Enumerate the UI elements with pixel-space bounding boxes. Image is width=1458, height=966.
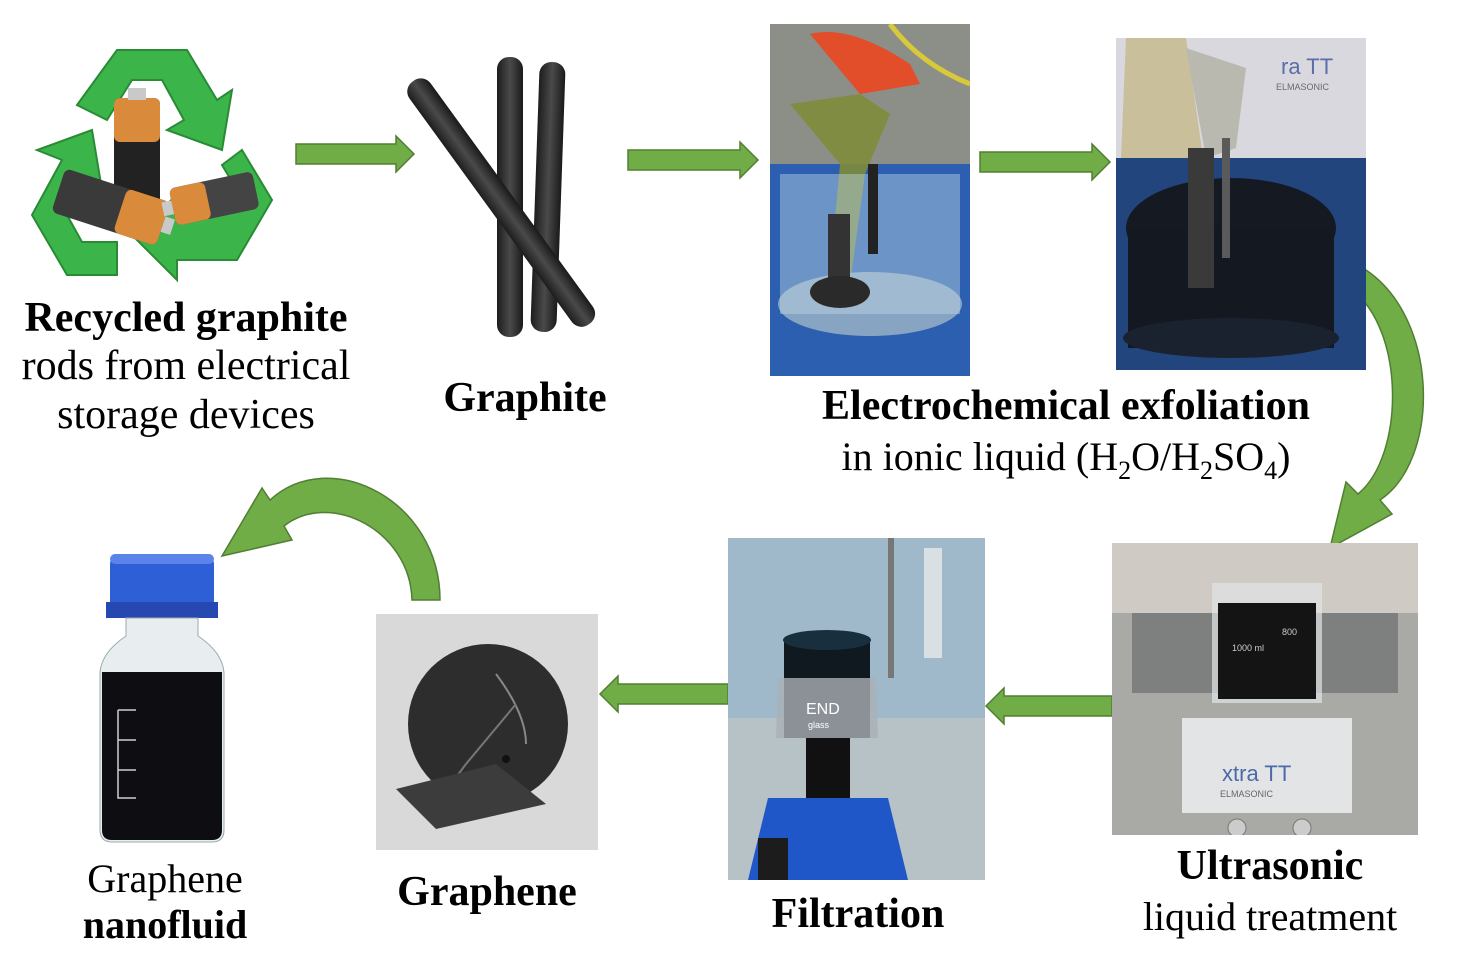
exfoliation-sub-prefix: in ionic liquid (H (841, 434, 1119, 479)
arrow-curved-to-nanofluid (220, 477, 441, 601)
arrow-graphite-to-exfoliation (627, 140, 760, 180)
battery-icon (114, 88, 160, 208)
nanofluid-bottle (92, 552, 232, 844)
graphite-rod (407, 78, 596, 327)
arrow-ultrasonic-to-filtration (984, 686, 1113, 726)
arrow-exfoliation-step (979, 142, 1112, 182)
endo-sub: glass (808, 720, 830, 730)
exfoliation-subcaption: in ionic liquid (H2O/H2SO4) (790, 434, 1342, 486)
beaker-mark-text: 800 (1282, 627, 1297, 637)
graphite-rods-illustration (402, 52, 608, 342)
arrow-recycled-to-graphite (295, 134, 416, 174)
beaker-volume-text: 1000 ml (1232, 643, 1264, 653)
ultrasonic-subcaption: liquid treatment (1142, 894, 1398, 939)
recycled-graphite-line1: rods from electrical (21, 343, 351, 390)
exfoliation-caption: Electrochemical exfoliation (822, 383, 1310, 429)
exfoliation-sub-suffix: ) (1277, 434, 1291, 479)
endo-brand: END (806, 701, 840, 718)
exfoliation-sub-mid1: O/H (1131, 434, 1201, 479)
exfoliation-sub-4: 4 (1264, 456, 1278, 485)
battery-icon (161, 172, 259, 225)
filtration-caption: Filtration (771, 891, 945, 937)
arrow-filtration-to-graphene (598, 674, 729, 714)
ultrasonic-photo: 1000 ml 800 xtra TT ELMASONIC (1112, 543, 1418, 835)
elmasonic-sub: ELMASONIC (1220, 789, 1274, 799)
graphene-caption: Graphene (397, 869, 577, 915)
battery-icon (52, 169, 176, 245)
exfoliation-photo-2: ra TT ELMASONIC (1116, 38, 1366, 370)
recycled-graphite-line2: storage devices (57, 391, 315, 438)
elmasonic-brand: xtra TT (1222, 761, 1291, 786)
recycle-batteries-illustration (22, 30, 282, 292)
nanofluid-caption: Graphene nanofluid (60, 856, 270, 948)
exfoliation-photo-1 (770, 24, 970, 376)
ultrasonic-caption: Ultrasonic (1176, 843, 1364, 889)
photo-brand-text: ra TT (1281, 54, 1333, 79)
nanofluid-line2: nanofluid (82, 902, 248, 947)
nanofluid-line1: Graphene (87, 856, 243, 901)
graphite-caption: Graphite (443, 375, 607, 421)
recycled-graphite-caption: Recycled graphite rods from electrical s… (0, 294, 372, 439)
bottle-cap-icon (110, 554, 214, 616)
recycled-graphite-title: Recycled graphite (24, 295, 348, 341)
graphene-photo (376, 614, 598, 850)
photo-brand-sub: ELMASONIC (1276, 82, 1330, 92)
arrow-curved-to-ultrasonic (1328, 268, 1424, 550)
exfoliation-sub-2a: 2 (1118, 456, 1132, 485)
filtration-photo: END glass (728, 538, 985, 880)
exfoliation-sub-mid2: SO (1213, 434, 1265, 479)
exfoliation-sub-2b: 2 (1200, 456, 1214, 485)
